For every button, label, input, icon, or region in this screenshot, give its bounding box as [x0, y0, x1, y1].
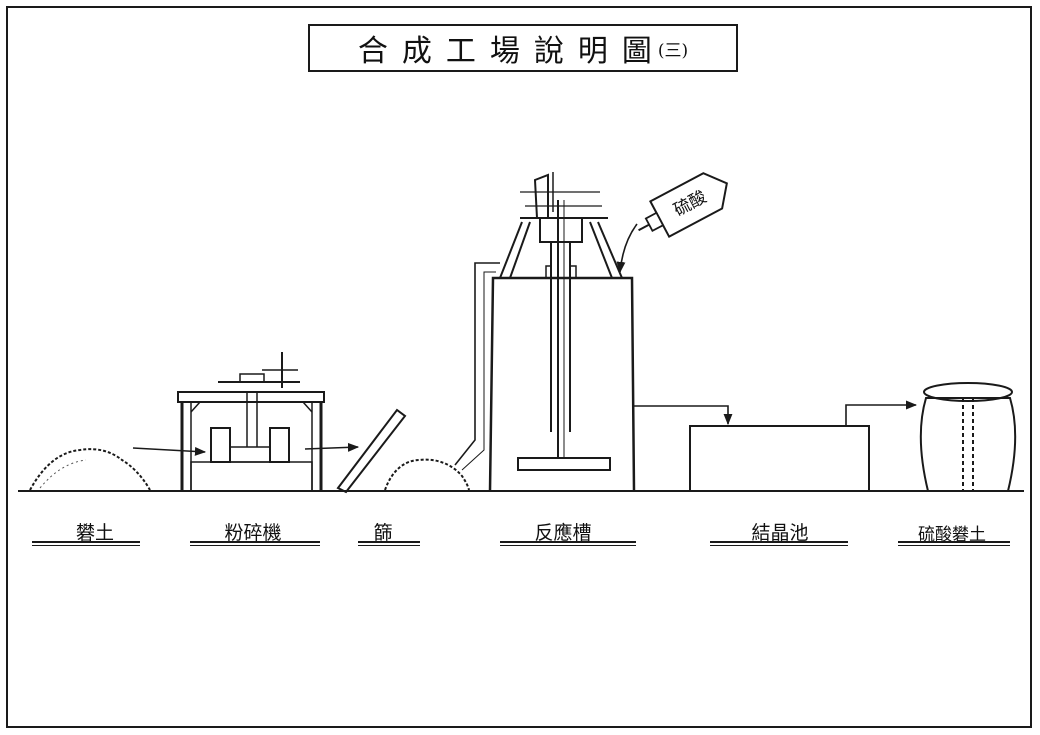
- arrow-reactor-to-crystallizer: [634, 405, 733, 426]
- sieve-screen: [336, 408, 407, 494]
- label-soil: 礬土: [75, 522, 114, 544]
- crystallization-pool: [689, 425, 870, 492]
- label-reactor: 反應槽: [534, 522, 592, 544]
- diagram-title: 合成工場說明圖: [357, 34, 666, 69]
- reaction-tank: [488, 172, 636, 492]
- label-product: 硫酸礬土: [918, 525, 986, 545]
- product-sack: [919, 382, 1017, 492]
- feed-pipe: [454, 262, 500, 471]
- label-sieve: 篩: [373, 522, 393, 544]
- soil-mound: [29, 448, 151, 491]
- label-crusher: 粉碎機: [224, 522, 282, 544]
- sieved-pile: [384, 458, 470, 491]
- arrow-crusher-to-sieve: [304, 442, 360, 452]
- diagram-title-number: (三): [657, 40, 689, 61]
- title-box: 合成工場說明圖 (三): [308, 24, 738, 72]
- diagram-frame: [6, 6, 1032, 728]
- arrow-soil-to-crusher: [132, 446, 207, 456]
- arrow-crystallizer-to-product: [845, 400, 918, 426]
- label-crystallizer: 結晶池: [751, 522, 809, 544]
- crusher-machine: [177, 352, 325, 492]
- acid-bottle: 硫酸: [616, 172, 728, 274]
